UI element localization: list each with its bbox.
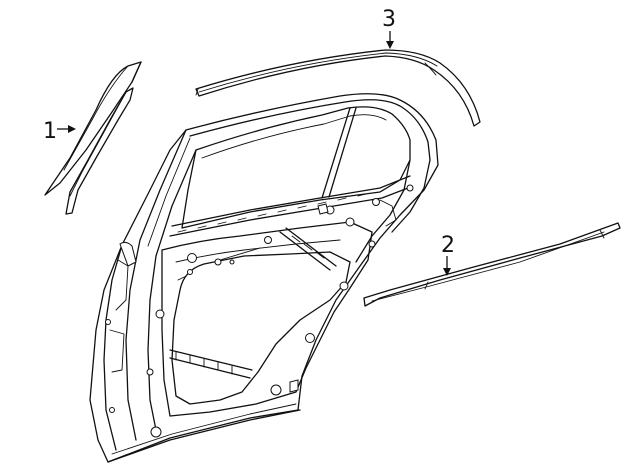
callout-3: 3 [382,7,396,49]
door-shell [89,93,439,463]
callout-3-label: 3 [382,7,396,32]
callout-2: 2 [441,233,455,276]
callout-1: 1 [43,119,76,144]
part-3-weatherstrip [195,49,481,127]
part-2-weatherstrip [363,222,621,307]
part-1-weatherstrip [44,61,142,215]
callout-1-label: 1 [43,119,57,144]
callout-2-label: 2 [441,233,455,258]
